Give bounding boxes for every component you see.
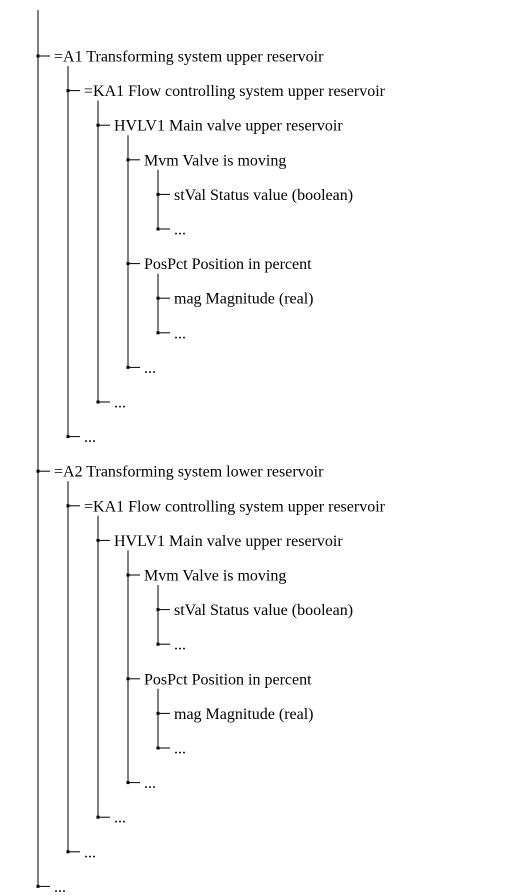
node-label: ... (174, 325, 186, 342)
node-label: PosPct Position in percent (144, 671, 312, 688)
tree-node: HVLV1 Main valve upper reservoir (96, 533, 343, 550)
node-label: ... (84, 429, 96, 446)
node-label: =A1 Transforming system upper reservoir (54, 49, 324, 66)
tree-node: mag Magnitude (real) (156, 291, 314, 308)
node-label: Mvm Valve is moving (144, 568, 286, 585)
tree-node: PosPct Position in percent (126, 256, 312, 273)
tree-connector-lines (37, 10, 159, 887)
node-label: ... (174, 741, 186, 758)
tree-node: =A1 Transforming system upper reservoir (36, 49, 324, 66)
node-label: ... (84, 844, 96, 861)
tree-node-group: =A1 Transforming system upper reservoir =… (36, 49, 386, 896)
tree-node: =A2 Transforming system lower reservoir (36, 464, 324, 481)
tree-node: =KA1 Flow controlling system upper reser… (66, 498, 386, 515)
tree-node: =KA1 Flow controlling system upper reser… (66, 83, 386, 100)
tree-node: Mvm Valve is moving (126, 568, 286, 585)
tree-node: Mvm Valve is moving (126, 152, 286, 169)
node-label: mag Magnitude (real) (174, 291, 314, 308)
tree-node: ... (156, 741, 186, 758)
tree-node: ... (66, 844, 96, 861)
node-label: ... (174, 637, 186, 654)
tree-node: ... (126, 775, 156, 792)
tree-node: PosPct Position in percent (126, 671, 312, 688)
node-label: stVal Status value (boolean) (174, 602, 353, 619)
node-label: =KA1 Flow controlling system upper reser… (84, 83, 386, 100)
node-label: PosPct Position in percent (144, 256, 312, 273)
node-label: ... (174, 222, 186, 239)
tree-node: ... (126, 360, 156, 377)
node-label: stVal Status value (boolean) (174, 187, 353, 204)
tree-node: stVal Status value (boolean) (156, 602, 353, 619)
node-label: ... (114, 810, 126, 827)
node-label: ... (144, 360, 156, 377)
tree-node: stVal Status value (boolean) (156, 187, 353, 204)
tree-node: ... (156, 637, 186, 654)
node-label: =KA1 Flow controlling system upper reser… (84, 498, 386, 515)
node-label: mag Magnitude (real) (174, 706, 314, 723)
node-label: =A2 Transforming system lower reservoir (54, 464, 324, 481)
tree-node: ... (96, 810, 126, 827)
tree-node: ... (36, 879, 66, 896)
node-label: HVLV1 Main valve upper reservoir (114, 533, 343, 550)
tree-node: ... (156, 222, 186, 239)
tree-node: mag Magnitude (real) (156, 706, 314, 723)
tree-node: ... (66, 429, 96, 446)
node-label: ... (54, 879, 66, 896)
tree-node: ... (96, 395, 126, 412)
tree-node: HVLV1 Main valve upper reservoir (96, 118, 343, 135)
node-label: HVLV1 Main valve upper reservoir (114, 118, 343, 135)
node-label: ... (144, 775, 156, 792)
node-label: ... (114, 395, 126, 412)
node-label: Mvm Valve is moving (144, 152, 286, 169)
tree-node: ... (156, 325, 186, 342)
